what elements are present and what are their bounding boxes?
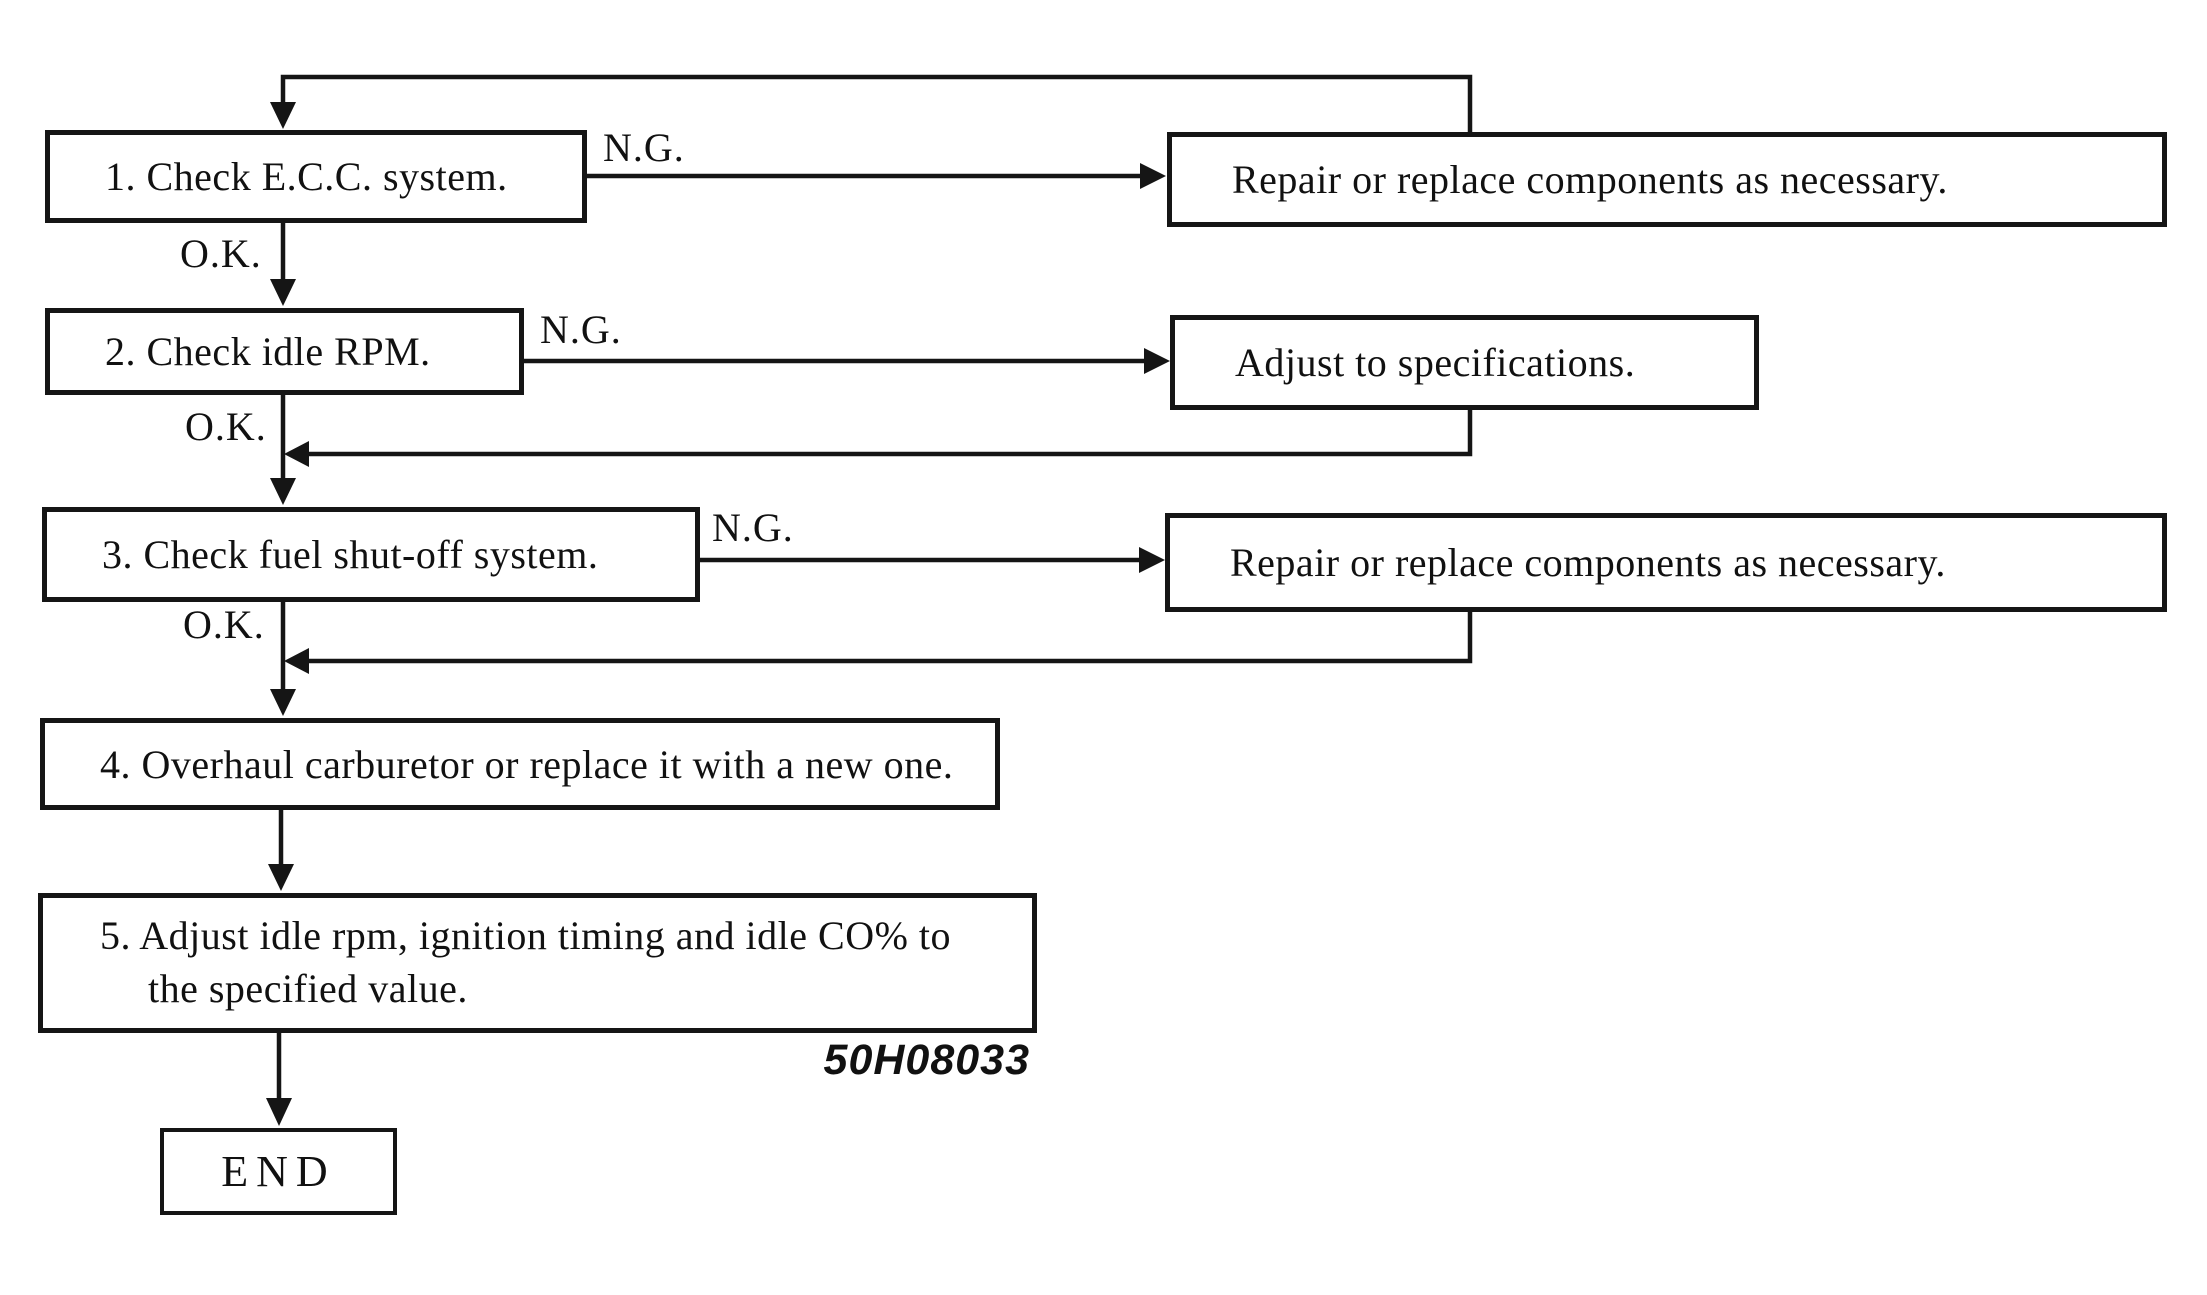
edge-step3-to-step4-ok bbox=[270, 602, 296, 716]
node-repair2-label: Repair or replace components as necessar… bbox=[1230, 540, 1946, 585]
arrow-right-into-adjust-icon bbox=[1144, 348, 1170, 374]
node-step5: 5. Adjust idle rpm, ignition timing and … bbox=[38, 893, 1037, 1033]
edge-repair2-return-line bbox=[309, 612, 1473, 664]
edge-step1-to-step2-ok bbox=[270, 223, 296, 306]
edge-label-ng-step3: N.G. bbox=[712, 505, 794, 550]
node-step5-label-line1: 5. Adjust idle rpm, ignition timing and … bbox=[100, 913, 952, 959]
node-step2: 2. Check idle RPM. bbox=[45, 308, 524, 395]
arrow-down-into-step2-icon bbox=[270, 279, 296, 306]
edge-adjust-return-to-flow bbox=[284, 410, 1473, 467]
arrow-down-into-step5-icon bbox=[268, 864, 294, 891]
node-adjust: Adjust to specifications. bbox=[1170, 315, 1759, 410]
node-step4-label: 4. Overhaul carburetor or replace it wit… bbox=[100, 741, 954, 787]
node-step1: 1. Check E.C.C. system. bbox=[45, 130, 587, 223]
node-adjust-label: Adjust to specifications. bbox=[1235, 340, 1636, 385]
arrow-down-into-step3-icon bbox=[270, 478, 296, 505]
node-step2-label: 2. Check idle RPM. bbox=[105, 329, 431, 374]
node-end-label: END bbox=[221, 1147, 336, 1196]
arrow-down-into-end-icon bbox=[266, 1098, 292, 1126]
node-repair1: Repair or replace components as necessar… bbox=[1167, 132, 2167, 227]
edge-step4-to-step5 bbox=[268, 810, 294, 891]
edge-repair2-return-to-flow bbox=[284, 612, 1473, 674]
edge-step2-to-adjust-ng bbox=[524, 348, 1170, 374]
edge-repair1-to-step1-line bbox=[280, 74, 1473, 132]
edge-label-ok-step2: O.K. bbox=[185, 404, 267, 449]
arrow-down-into-step1-icon bbox=[270, 102, 296, 129]
edge-label-ok-step1: O.K. bbox=[180, 231, 262, 276]
arrow-right-into-repair1-icon bbox=[1140, 163, 1166, 189]
edge-label-ng-step2: N.G. bbox=[540, 307, 622, 352]
edge-repair1-to-step1-loop bbox=[270, 74, 1473, 132]
edge-step2-to-step3-ok bbox=[270, 395, 296, 505]
node-repair2: Repair or replace components as necessar… bbox=[1165, 513, 2167, 612]
edge-adjust-return-line bbox=[309, 410, 1473, 457]
arrow-down-into-step4-icon bbox=[270, 689, 296, 716]
arrow-left-into-flow-icon bbox=[284, 441, 309, 467]
node-step4: 4. Overhaul carburetor or replace it wit… bbox=[40, 718, 1000, 810]
node-step5-label-line2: the specified value. bbox=[148, 966, 468, 1011]
arrow-right-into-repair2-icon bbox=[1139, 547, 1165, 573]
edge-step5-to-end bbox=[266, 1033, 292, 1126]
arrow-left-into-flow2-icon bbox=[284, 648, 309, 674]
node-step1-label: 1. Check E.C.C. system. bbox=[105, 154, 508, 199]
node-step3-label: 3. Check fuel shut-off system. bbox=[102, 532, 599, 577]
node-repair1-label: Repair or replace components as necessar… bbox=[1232, 157, 1948, 202]
edge-step3-to-repair2-ng bbox=[700, 547, 1165, 573]
node-step3: 3. Check fuel shut-off system. bbox=[42, 507, 700, 602]
edge-step1-to-repair1-ng bbox=[587, 163, 1166, 189]
edge-label-ng-step1: N.G. bbox=[603, 125, 685, 170]
figure-code: 50H08033 bbox=[823, 1036, 1030, 1084]
edge-label-ok-step3: O.K. bbox=[183, 602, 265, 647]
node-end: END bbox=[160, 1128, 397, 1215]
